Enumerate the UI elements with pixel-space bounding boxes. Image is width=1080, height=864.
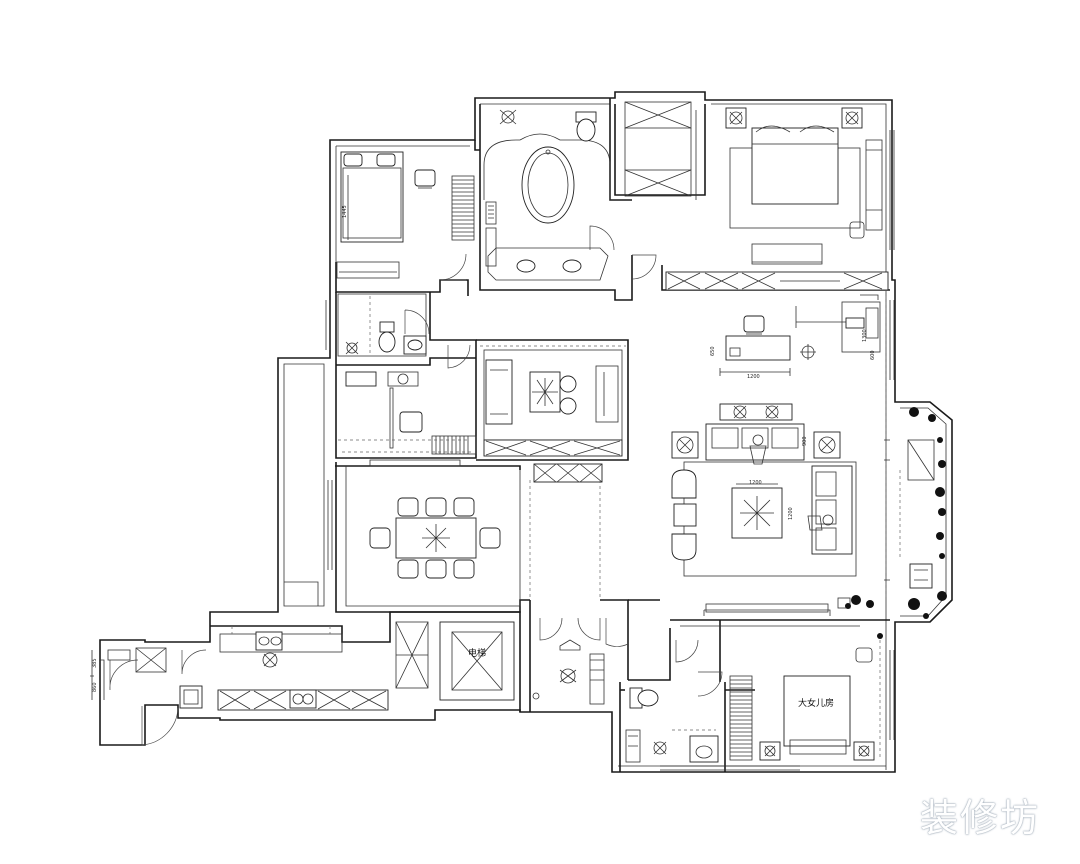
display-cabinet [369,459,603,483]
dim-coffee-h: 1200 [788,507,794,520]
plants [845,407,947,639]
master-bedroom [665,107,889,291]
dim-service-top: 385 [92,658,98,668]
lower-bath [625,687,719,763]
entry [395,621,605,705]
bedroom-top-left: 1445 [336,151,475,279]
walk-in-closet [624,101,697,200]
tea-room [480,345,626,457]
living-room: 1200 650 1300 600 1200 1200 [671,294,881,613]
dim-service-bottom: 860 [92,682,98,692]
elevator: 电梯 [439,621,515,701]
dim-desk-width: 1200 [747,374,760,380]
balcony [899,439,935,589]
bed-master [751,127,839,205]
toilet-guest [379,321,395,333]
bathtub [521,146,575,224]
label-daughter-room: 大女儿房 [798,697,834,709]
dim-wardrobe-right: 600 [870,350,876,360]
door-swings [109,225,723,746]
shower-head-icon [501,110,515,124]
misc-marks [338,290,890,600]
daughter-room: 大女儿房 [680,625,881,761]
dim-coffee-w: 1200 [749,480,762,486]
sofa-side [811,465,853,555]
service-area: 385 860 [90,647,167,700]
master-bath [483,109,611,281]
label-elevator: 电梯 [468,647,486,659]
dim-desk-height: 650 [710,346,716,356]
kitchen [179,626,389,711]
small-room-left [342,371,477,455]
dim-bed-left: 1445 [342,205,348,218]
sink-icon [516,259,536,273]
windows [100,130,895,771]
dim-desk-right: 1300 [862,329,868,342]
guest-bath [337,293,427,357]
sofa-main [705,423,805,461]
watermark-logo: 装修坊 [919,796,1040,840]
dim-sofa-depth: 900 [802,436,808,446]
bed-daughter [783,675,851,747]
dining-room [345,466,601,607]
